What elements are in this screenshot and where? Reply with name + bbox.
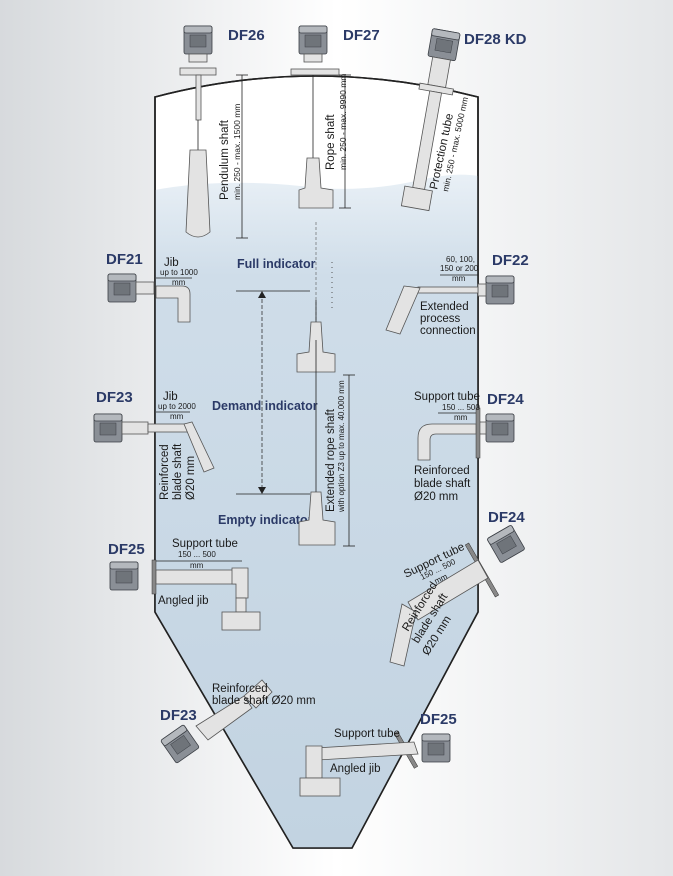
df22-mm: mm	[452, 274, 466, 283]
rope-shaft-label: Rope shaft	[325, 114, 337, 170]
df23-lower-sensor	[160, 679, 273, 764]
df24-support-label: Support tube	[414, 391, 480, 403]
df24-lower-sensor	[389, 524, 526, 667]
extended-label-3: connection	[420, 325, 476, 337]
extended-rope-dimension	[343, 374, 355, 547]
df21-jib-range: up to 1000	[160, 268, 198, 277]
extended-rope-range: with option Z3 up to max. 40.000 mm	[337, 380, 346, 513]
df25-lower-sensor	[299, 731, 451, 797]
df23b-reinforced-1: Reinforced	[212, 683, 268, 695]
extended-rope-label: Extended rope shaft	[325, 408, 337, 512]
df22-sensor	[385, 275, 515, 335]
demand-indicator-label: Demand indicator	[212, 399, 318, 413]
df25-support-label: Support tube	[172, 538, 238, 550]
extended-label-1: Extended	[420, 301, 469, 313]
df25-mm: mm	[190, 561, 204, 570]
df28-sensor	[400, 28, 461, 212]
df24-reinforced-1: Reinforced	[414, 465, 470, 477]
df25-angled-jib-label: Angled jib	[158, 595, 209, 607]
df24-mm: mm	[454, 413, 468, 422]
df25-left-sensor	[109, 559, 261, 631]
empty-indicator-label: Empty indicator	[218, 513, 313, 527]
df23-jib-range: up to 2000	[158, 402, 196, 411]
pendulum-shaft-label: Pendulum shaft	[219, 119, 231, 200]
df21-label: DF21	[106, 251, 143, 268]
df22-sizes-1: 60, 100,	[446, 255, 475, 264]
df23-reinforced-3: Ø20 mm	[185, 456, 197, 500]
df23-jib-label: Jib	[163, 391, 178, 403]
df24-reinforced-2: blade shaft	[414, 478, 471, 490]
df24-reinforced-3: Ø20 mm	[414, 491, 458, 503]
df23-upper-sensor	[93, 413, 215, 473]
df21-sensor	[107, 273, 191, 323]
df26-dimension	[236, 74, 248, 239]
df25-left-label: DF25	[108, 541, 145, 558]
df28-label: DF28 KD	[464, 31, 527, 48]
df24-upper-sensor	[417, 407, 515, 461]
df25-lower-label: DF25	[420, 711, 457, 728]
df23b-reinforced-2: blade shaft Ø20 mm	[212, 695, 316, 707]
indicator-lines	[236, 222, 333, 495]
df24-lower-label: DF24	[488, 509, 525, 526]
df23-lower-label: DF23	[160, 707, 197, 724]
full-indicator-label: Full indicator	[237, 257, 316, 271]
df23-upper-label: DF23	[96, 389, 133, 406]
df22-label: DF22	[492, 252, 529, 269]
empty-indicator-probe	[298, 340, 336, 546]
df23-mm: mm	[170, 412, 184, 421]
df25b-angled-jib-label: Angled jib	[330, 763, 381, 775]
pendulum-range-label: min. 250 - max. 1500 mm	[232, 104, 242, 200]
df25b-support-label: Support tube	[334, 728, 400, 740]
df25-support-range: 150 ... 500	[178, 550, 216, 559]
df21-jib-label: Jib	[164, 257, 179, 269]
df22-sizes-2: 150 or 200	[440, 264, 479, 273]
df23-reinforced-2: blade shaft	[172, 443, 184, 500]
df27-label: DF27	[343, 27, 380, 44]
rope-range-label: min. 250 - max. 9990 mm	[338, 74, 348, 170]
df26-sensor	[179, 25, 217, 238]
df24-upper-label: DF24	[487, 391, 524, 408]
df21-mm: mm	[172, 278, 186, 287]
df24-support-range: 150 ... 500	[442, 403, 480, 412]
df27-dimension	[339, 74, 351, 209]
df23-reinforced-1: Reinforced	[159, 444, 171, 500]
extended-label-2: process	[420, 313, 461, 325]
df26-label: DF26	[228, 27, 265, 44]
df27-sensor	[290, 25, 340, 209]
